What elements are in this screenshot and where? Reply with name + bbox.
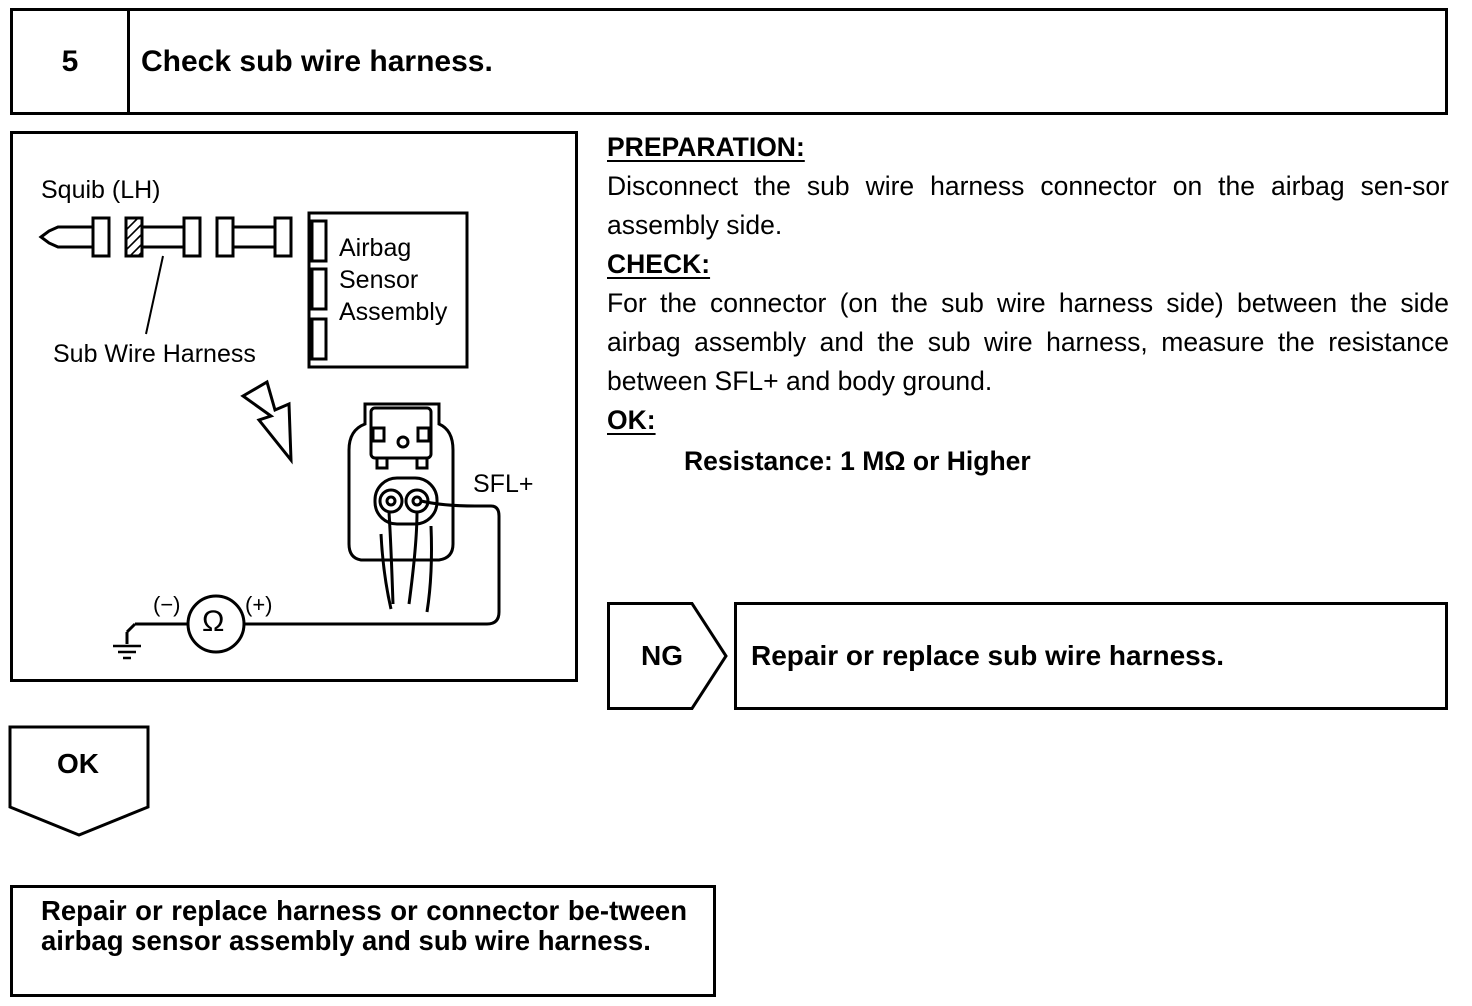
preparation-heading: PREPARATION: [607,132,805,162]
ohm-symbol: Ω [202,605,225,638]
ok-action-text: Repair or replace harness or connector b… [41,895,687,956]
harness-label: Sub Wire Harness [53,340,256,368]
check-heading: CHECK: [607,249,711,279]
minus-label: (−) [153,592,181,617]
terminal-label: SFL+ [473,470,534,498]
ok-tag-shape [8,725,150,837]
harness-leader-line [145,255,164,335]
ground-icon [113,644,141,660]
instructions: PREPARATION: Disconnect the sub wire har… [607,128,1449,481]
sensor-label-line-1: Airbag [339,234,412,262]
ng-action-box: Repair or replace sub wire harness. [734,602,1448,710]
probe-lead-positive [244,499,501,626]
squib-label: Squib (LH) [41,176,161,204]
hatch-pattern [125,217,143,257]
ok-action-box: Repair or replace harness or connector b… [10,885,716,997]
ok-spec: Resistance: 1 MΩ or Higher [684,446,1031,476]
step-number: 5 [13,11,130,112]
check-text: For the connector (on the sub wire harne… [607,288,1449,396]
ok-heading: OK: [607,405,656,435]
plus-label: (+) [245,592,273,617]
connector-face [347,402,455,613]
ng-action-text: Repair or replace sub wire harness. [751,640,1225,671]
step-header: 5 Check sub wire harness. [10,8,1448,115]
airbag-sensor-assembly-shape [307,211,469,369]
ok-label: OK [57,748,99,779]
preparation-text: Disconnect the sub wire harness connecto… [607,171,1449,240]
step-title: Check sub wire harness. [141,44,493,78]
diagram-drawing [38,211,501,660]
ng-label: NG [641,640,683,671]
ng-tag-shape [607,602,728,710]
ohmmeter-icon [186,594,246,654]
direction-arrow [240,379,293,465]
sensor-label-line-3: Assembly [339,298,448,326]
wiring-diagram: Squib (LH) Airbag Sensor Assembly Sub Wi… [10,131,578,682]
sensor-label-line-2: Sensor [339,266,419,294]
squib-connector-chain [38,216,293,258]
